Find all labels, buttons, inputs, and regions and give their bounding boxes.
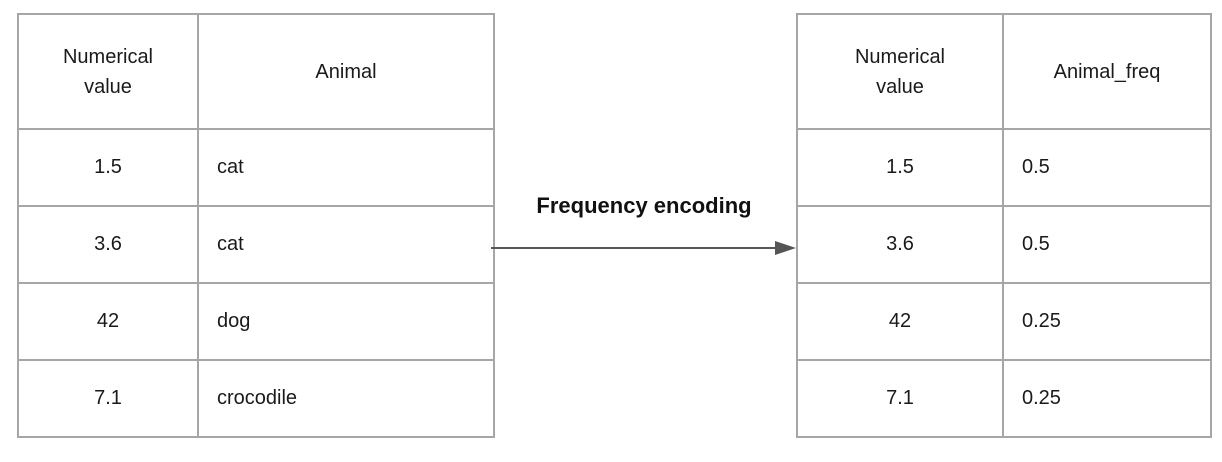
- table-cell: 42: [796, 282, 1004, 361]
- table-cell: 7.1: [796, 359, 1004, 438]
- table-cell: 0.25: [1002, 282, 1212, 361]
- table-cell: 0.5: [1002, 128, 1212, 207]
- column-header: Numerical value: [17, 13, 199, 130]
- column-header: Animal: [197, 13, 495, 130]
- table-cell: cat: [197, 128, 495, 207]
- right-arrow-icon: [491, 241, 796, 255]
- table-cell: 0.25: [1002, 359, 1212, 438]
- column-header: Animal_freq: [1002, 13, 1212, 130]
- column-header-label: Numerical value: [62, 45, 154, 98]
- header-row: Numerical value Animal: [17, 13, 495, 130]
- table-cell: 7.1: [17, 359, 199, 438]
- table-cell: 1.5: [17, 128, 199, 207]
- table-cell: 3.6: [796, 205, 1004, 284]
- table-cell: 1.5: [796, 128, 1004, 207]
- table-cell: crocodile: [197, 359, 495, 438]
- table-cell: 0.5: [1002, 205, 1212, 284]
- table-cell: 3.6: [17, 205, 199, 284]
- column-header-label: Numerical value: [854, 45, 946, 98]
- transformation-label: Frequency encoding: [536, 193, 752, 218]
- column-header-label: Animal_freq: [1053, 60, 1161, 83]
- table-cell: dog: [197, 282, 495, 361]
- column-header: Numerical value: [796, 13, 1004, 130]
- header-row: Numerical value Animal_freq: [796, 13, 1212, 130]
- table-cell: 42: [17, 282, 199, 361]
- table-cell: cat: [197, 205, 495, 284]
- table-header: Numerical value Animal: [17, 13, 495, 130]
- column-header-label: Animal: [315, 60, 377, 83]
- table-header: Numerical value Animal_freq: [796, 13, 1212, 130]
